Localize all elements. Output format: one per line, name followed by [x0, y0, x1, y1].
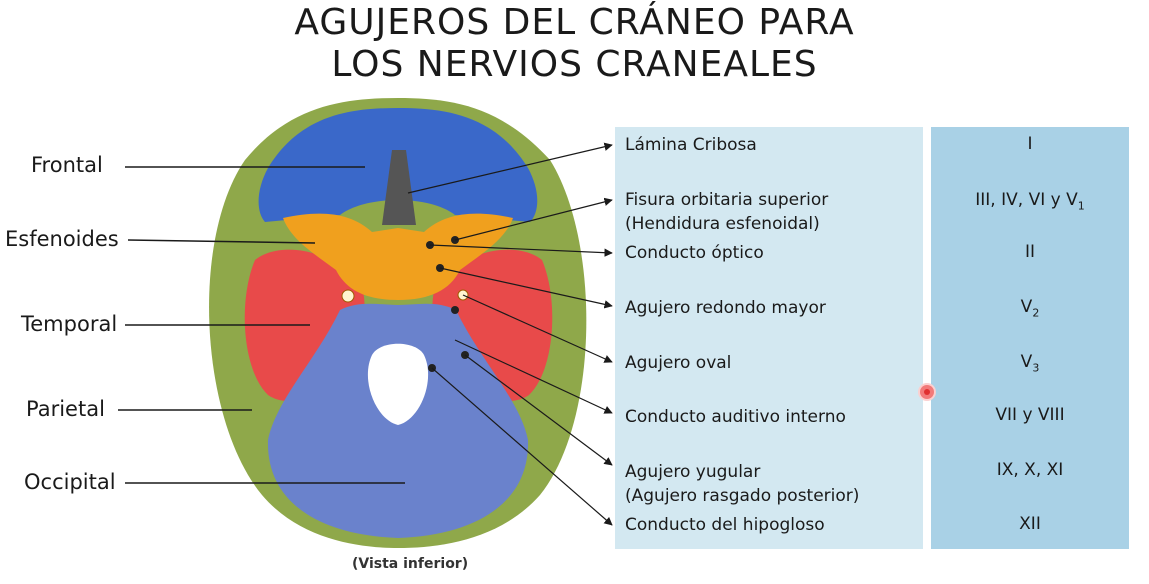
nerve-number: VII y VIII [995, 405, 1065, 425]
nerves-panel [931, 127, 1129, 549]
foramen-name: Conducto óptico [625, 243, 764, 263]
bone-label-occipital: Occipital [24, 470, 116, 494]
nerve-number: IX, X, XI [996, 460, 1064, 480]
title-line-1: AGUJEROS DEL CRÁNEO PARA [294, 2, 855, 43]
cursor-indicator [920, 385, 934, 399]
foramen-name: Lámina Cribosa [625, 135, 757, 155]
foramen-name: Conducto del hipogloso [625, 515, 825, 535]
cribriform-plate [382, 150, 416, 225]
foramen-magnum [367, 343, 429, 425]
nerve-number: V3 [1020, 352, 1040, 375]
bone-label-temporal: Temporal [21, 312, 118, 336]
page-title: AGUJEROS DEL CRÁNEO PARA LOS NERVIOS CRA… [0, 2, 1149, 86]
nerve-number: XII [1019, 514, 1041, 534]
bone-label-frontal: Frontal [31, 153, 103, 177]
foramina-panel [615, 127, 923, 549]
foramen-name: Agujero yugular (Agujero rasgado posteri… [625, 462, 860, 506]
foramen-name: Agujero oval [625, 353, 732, 373]
foramen-name: Agujero redondo mayor [625, 298, 826, 318]
foramen-name: Conducto auditivo interno [625, 407, 846, 427]
title-line-2: LOS NERVIOS CRANEALES [331, 44, 818, 85]
nerve-number: I [1027, 134, 1033, 154]
sphenoid-bone [283, 213, 513, 300]
nerve-number: V2 [1020, 297, 1040, 320]
bone-label-parietal: Parietal [26, 397, 105, 421]
bone-label-esfenoides: Esfenoides [5, 227, 119, 251]
nerve-number: II [1024, 242, 1036, 262]
foramen-name: Fisura orbitaria superior (Hendidura esf… [625, 190, 829, 234]
nerve-number: III, IV, VI y V1 [975, 190, 1085, 213]
view-caption: (Vista inferior) [352, 556, 469, 572]
skull-base-illustration [118, 98, 613, 548]
